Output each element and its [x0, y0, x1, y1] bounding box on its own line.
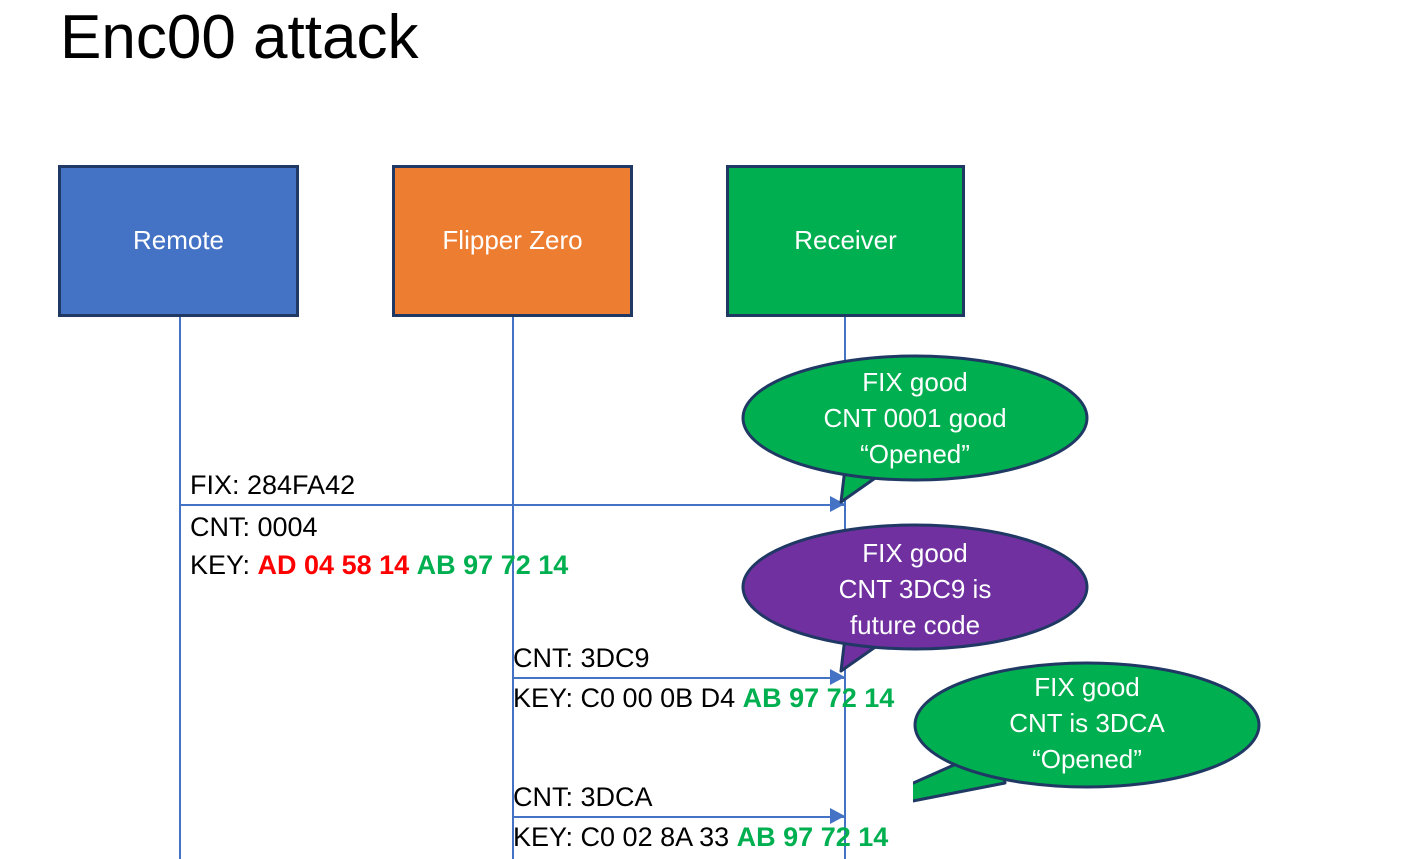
page-title: Enc00 attack: [60, 3, 419, 72]
actor-label-remote: Remote: [132, 225, 225, 256]
message-1-key-green: AB 97 72 14: [416, 550, 569, 580]
key-space-1: [409, 550, 417, 580]
message-3-cnt-label: CNT: 3DCA: [513, 782, 653, 812]
message-2-cnt-label: CNT: 3DC9: [513, 643, 650, 673]
message-arrow-2: [512, 677, 845, 679]
message-1-key-red: AD 04 58 14: [257, 550, 410, 580]
message-arrow-1: [179, 504, 845, 506]
callout-bubble-3[interactable]: FIX good CNT is 3DCA “Opened”: [913, 657, 1261, 819]
callout-bubble-1[interactable]: FIX good CNT 0001 good “Opened”: [741, 350, 1089, 510]
message-2-key-label: KEY: C0 00 0B D4 AB 97 72 14: [513, 679, 894, 717]
actor-label-receiver: Receiver: [794, 225, 897, 256]
message-2-key-prefix: KEY: C0 00 0B D4: [513, 683, 743, 713]
lifeline-flipper-zero: [512, 317, 514, 859]
actor-box-receiver[interactable]: Receiver: [726, 165, 965, 317]
callout-shape-2: [741, 523, 1089, 673]
message-3-key-green: AB 97 72 14: [736, 822, 889, 852]
actor-box-flipper-zero[interactable]: Flipper Zero: [392, 165, 633, 317]
message-1-cnt-label: CNT: 0004: [190, 512, 318, 542]
message-2-key-green: AB 97 72 14: [742, 683, 895, 713]
arrow-head-icon-2: [830, 669, 845, 685]
message-1-fix-label: FIX: 284FA42: [190, 470, 356, 500]
actor-label-flipper-zero: Flipper Zero: [442, 225, 583, 256]
lifeline-remote: [179, 317, 181, 859]
actor-box-remote[interactable]: Remote: [58, 165, 299, 317]
message-3-key-label: KEY: C0 02 8A 33 AB 97 72 14: [513, 818, 888, 856]
callout-shape-1: [741, 354, 1089, 504]
callout-shape-3: [913, 661, 1261, 803]
message-arrow-3: [512, 816, 845, 818]
message-3-key-prefix: KEY: C0 02 8A 33: [513, 822, 737, 852]
message-1-key-label: KEY: AD 04 58 14 AB 97 72 14: [190, 546, 568, 584]
message-1-key-prefix: KEY:: [190, 550, 258, 580]
arrow-head-icon-3: [830, 808, 845, 824]
